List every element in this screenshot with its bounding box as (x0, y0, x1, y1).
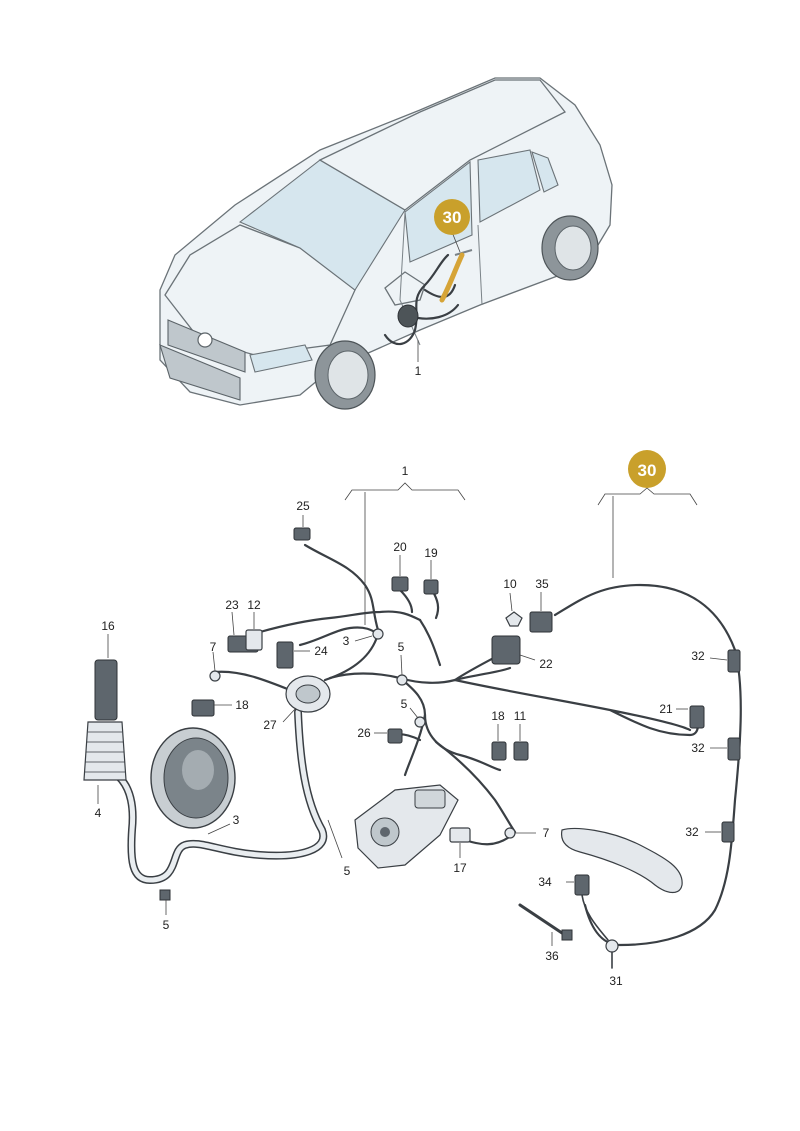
callout-17: 17 (453, 861, 467, 875)
cable-tie (518, 903, 573, 946)
headlight (249, 344, 313, 373)
callout-25: 25 (296, 499, 310, 513)
group-bracket-30: 30 (597, 450, 698, 578)
callout-36: 36 (545, 949, 559, 963)
connector-26-icon (387, 728, 403, 744)
callout-harness-group: 1 (402, 464, 409, 478)
callout-35: 35 (535, 577, 549, 591)
callout-7b: 7 (543, 826, 550, 840)
callout-32b: 32 (691, 741, 705, 755)
callout-20: 20 (393, 540, 407, 554)
callout-21: 21 (659, 702, 673, 716)
svg-text:30: 30 (443, 208, 462, 227)
callout-34: 34 (538, 875, 552, 889)
clip-icon (721, 821, 735, 843)
connector-19-icon (423, 579, 439, 595)
connector-17-icon (449, 827, 471, 843)
door-wiring-front (383, 253, 460, 346)
connector-11-icon (513, 741, 529, 761)
door-handle (560, 827, 683, 941)
connector-20-icon (391, 576, 409, 592)
callout-32a: 32 (691, 649, 705, 663)
callout-27: 27 (263, 718, 277, 732)
callout-4: 4 (95, 806, 102, 820)
callout-7a: 7 (210, 640, 217, 654)
callout-labels: 25 20 19 10 35 23 12 16 3 7 24 5 22 32 1… (95, 499, 705, 988)
callout-5b: 5 (401, 697, 408, 711)
callout-31: 31 (609, 974, 623, 988)
callout-5c: 5 (344, 864, 351, 878)
rear-side-window (477, 149, 541, 223)
callout-22: 22 (539, 657, 553, 671)
connector-25-icon (293, 527, 311, 541)
callout-3b: 3 (233, 813, 240, 827)
speaker-icon (397, 304, 419, 328)
loudspeaker (150, 727, 236, 829)
connector-18b-icon (491, 741, 507, 761)
connector-22-icon (491, 635, 521, 665)
callout-10: 10 (503, 577, 517, 591)
callout-26: 26 (357, 726, 371, 740)
connector-24-icon (276, 641, 294, 669)
callout-18b: 18 (491, 709, 505, 723)
group-bracket-1: 1 (344, 464, 466, 625)
callout-18a: 18 (235, 698, 249, 712)
door-grommet (282, 675, 331, 723)
callout-19: 19 (424, 546, 438, 560)
clip-icon (727, 737, 741, 761)
connector-35-icon (529, 611, 553, 633)
windshield (238, 159, 406, 291)
callout-16: 16 (101, 619, 115, 633)
callout-car-harness: 1 (415, 364, 422, 378)
car-illustration: 30 1 (159, 77, 613, 410)
highlighted-harness (439, 252, 465, 303)
clip-10-icon (505, 611, 523, 627)
connector-18-icon (191, 699, 215, 717)
car-badge: 30 (434, 199, 470, 235)
plug-icon (159, 889, 171, 901)
wiring-boot (83, 634, 127, 804)
callout-5a: 5 (398, 640, 405, 654)
callout-23: 23 (225, 598, 239, 612)
callout-3a: 3 (343, 634, 350, 648)
callout-24: 24 (314, 644, 328, 658)
callout-32c: 32 (685, 825, 699, 839)
badge-logo-icon (197, 332, 213, 348)
callout-5d: 5 (163, 918, 170, 932)
window-motor (354, 784, 459, 869)
callout-11: 11 (514, 709, 527, 723)
svg-text:30: 30 (638, 461, 657, 480)
connector-21-icon (689, 705, 705, 729)
clip-icon (727, 649, 741, 673)
callout-12: 12 (247, 598, 261, 612)
harness-30 (553, 583, 742, 969)
